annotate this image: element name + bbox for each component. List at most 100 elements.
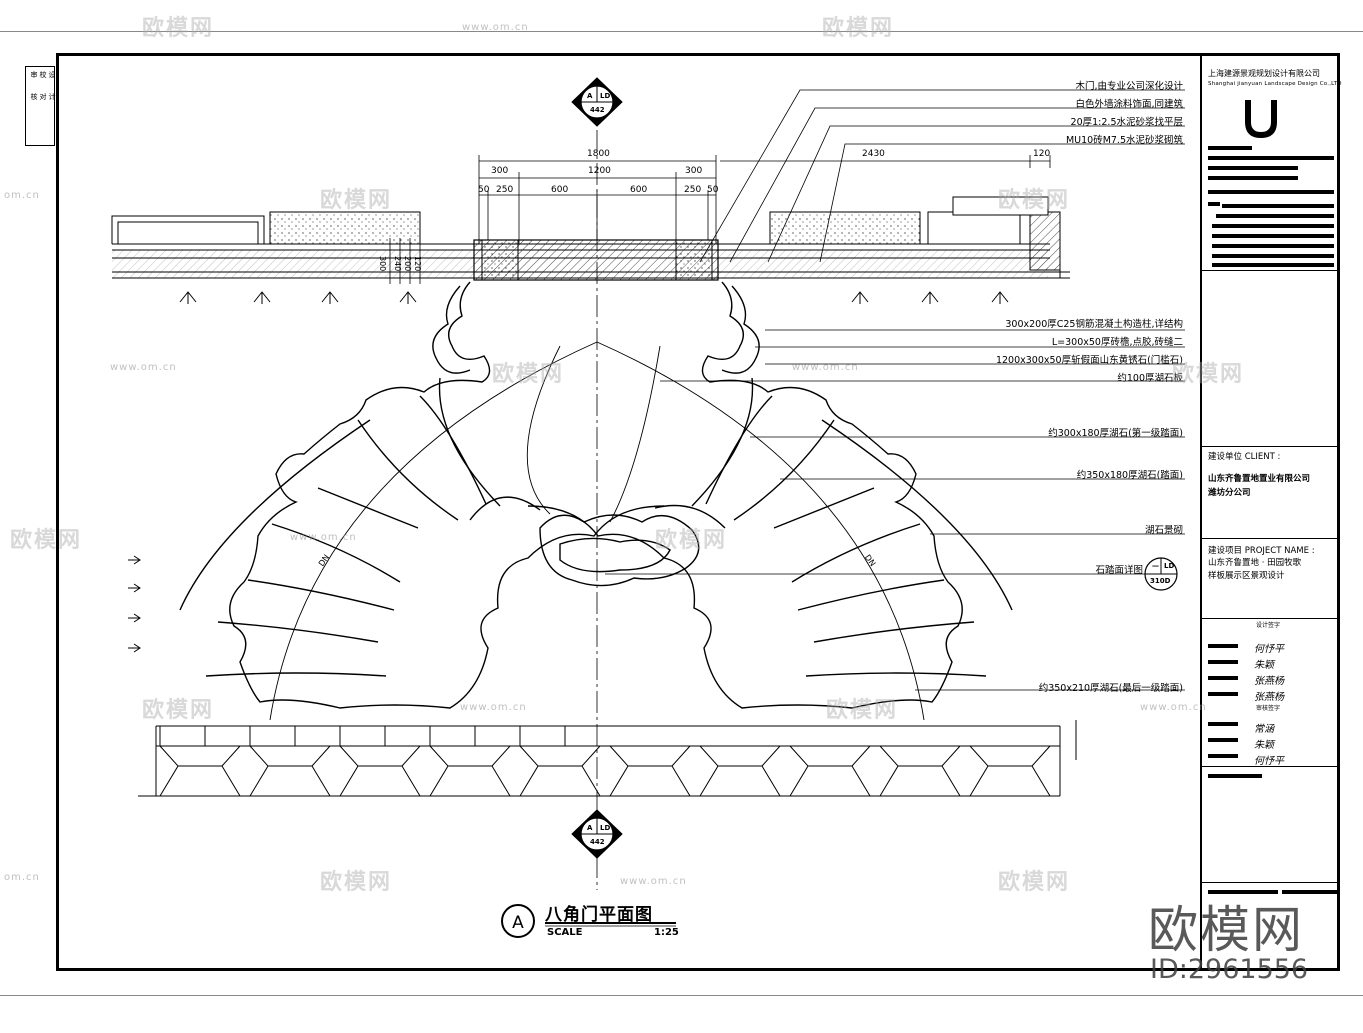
dim-wall-120: 120 bbox=[1033, 149, 1051, 159]
redacted-bar bbox=[1208, 890, 1278, 894]
callout-step: 约350x180厚湖石(踏面) bbox=[1076, 470, 1183, 481]
wall-band bbox=[111, 196, 1070, 281]
detail-tag-number: 310D bbox=[1150, 577, 1171, 585]
title-block bbox=[1200, 56, 1340, 968]
paving-cell bbox=[609, 745, 691, 797]
callout-rock-masonry: 湖石景砌 bbox=[1144, 525, 1183, 536]
arc-lines bbox=[269, 341, 925, 721]
callout-eave: L=300x50厚砖檐,点胶,砖缝二 bbox=[1051, 337, 1183, 348]
callout-mortar: 20厚1:2.5水泥砂浆找平层 bbox=[1070, 117, 1183, 128]
central-rocks bbox=[469, 496, 726, 587]
client-name-1: 山东齐鲁置地置业有限公司 bbox=[1208, 474, 1311, 484]
redacted-bar bbox=[1212, 254, 1334, 258]
callout-last-step: 约350x210厚湖石(最后一级踏面) bbox=[1038, 683, 1183, 694]
watermark-big-brand: 欧模网 bbox=[1148, 901, 1304, 959]
dim-left-600: 600 bbox=[551, 185, 569, 195]
watermark-brand: 欧模网 bbox=[1172, 362, 1245, 387]
binding-label: 对 bbox=[39, 93, 47, 100]
watermark-brand: 欧模网 bbox=[655, 528, 728, 553]
paving-cell bbox=[969, 745, 1051, 797]
rock-steps-right bbox=[527, 281, 1013, 709]
signature: 朱颖 bbox=[1254, 660, 1274, 671]
watermark-url-short: om.cn bbox=[4, 190, 40, 201]
watermark-url: www.om.cn bbox=[462, 22, 529, 33]
dim-right-250: 250 bbox=[684, 185, 702, 195]
binding-label: 核 bbox=[30, 93, 38, 100]
scale-value: 1:25 bbox=[654, 927, 679, 938]
paving-cell bbox=[699, 745, 781, 797]
paving-cell bbox=[519, 745, 601, 797]
client-name-2: 潍坊分公司 bbox=[1208, 488, 1251, 498]
dim-vertical: 300 bbox=[378, 256, 387, 272]
section-tag-letter-top: A bbox=[587, 92, 593, 100]
plan-title: 八角门平面图 bbox=[545, 905, 653, 925]
redacted-bar bbox=[1208, 738, 1238, 742]
drawing-frame bbox=[56, 53, 1340, 971]
watermark-brand: 欧模网 bbox=[10, 528, 83, 553]
dim-right-600: 600 bbox=[630, 185, 648, 195]
signature: 常涵 bbox=[1254, 724, 1274, 735]
redacted-bar bbox=[1282, 890, 1338, 894]
watermark-brand: 欧模网 bbox=[492, 362, 565, 387]
page-bottom-rule bbox=[0, 995, 1363, 996]
detail-tag-circle bbox=[1144, 557, 1178, 591]
section-tag-number-bottom: 442 bbox=[590, 838, 605, 846]
client-label: 建设单位 CLIENT : bbox=[1208, 452, 1281, 462]
binding-label: 审 bbox=[30, 71, 38, 78]
watermark-brand: 欧模网 bbox=[998, 870, 1071, 895]
watermark-url: www.om.cn bbox=[110, 362, 177, 373]
redacted-bar bbox=[1216, 214, 1334, 218]
signature: 张燕杨 bbox=[1254, 676, 1284, 687]
callout-column: 300x200厚C25钢筋混凝土构造柱,详结构 bbox=[1005, 319, 1183, 330]
project-name-2: 样板展示区景观设计 bbox=[1208, 571, 1285, 581]
redacted-bar bbox=[1208, 156, 1334, 160]
section-marker-bottom bbox=[571, 809, 623, 859]
section-tag-number-top: 442 bbox=[590, 106, 605, 114]
company-logo bbox=[1245, 100, 1277, 138]
detail-tag-top: — bbox=[1152, 562, 1159, 570]
paving-cell bbox=[339, 745, 421, 797]
page-top-rule bbox=[0, 31, 1363, 32]
dim-left-250: 250 bbox=[496, 185, 514, 195]
watermark-url-short: om.cn bbox=[4, 872, 40, 883]
tb-divider bbox=[1200, 446, 1340, 447]
callout-step-detail: 石踏面详图 bbox=[1095, 565, 1143, 576]
paving-cell bbox=[429, 745, 511, 797]
callout-stone-slab: 约100厚湖石板 bbox=[1117, 373, 1183, 384]
watermark-url: www.om.cn bbox=[1140, 702, 1207, 713]
redacted-bar bbox=[1208, 722, 1238, 726]
redacted-bar bbox=[1208, 692, 1238, 696]
redacted-bar bbox=[1208, 660, 1238, 664]
section-marker-top bbox=[571, 77, 623, 127]
review-sign-label: 审核签字 bbox=[1256, 705, 1281, 712]
redacted-bar bbox=[1208, 774, 1262, 778]
scale-label: SCALE bbox=[547, 927, 583, 938]
redacted-bar bbox=[1208, 176, 1298, 180]
redacted-bar bbox=[1208, 166, 1298, 170]
redacted-bar bbox=[1208, 754, 1238, 758]
watermark-url: www.om.cn bbox=[460, 702, 527, 713]
dim-vertical: 200 bbox=[403, 256, 412, 272]
paving-cell bbox=[879, 745, 961, 797]
company-name-cn: 上海建源景观规划设计有限公司 bbox=[1208, 69, 1320, 78]
watermark-url: www.om.cn bbox=[620, 876, 687, 887]
watermark-brand: 欧模网 bbox=[142, 16, 215, 41]
paving-cell bbox=[249, 745, 331, 797]
watermark-brand: 欧模网 bbox=[320, 188, 393, 213]
section-tag-sheet-top: LD bbox=[600, 92, 611, 100]
watermark-brand: 欧模网 bbox=[822, 16, 895, 41]
callout-first-step: 约300x180厚湖石(第一级踏面) bbox=[1048, 428, 1183, 439]
watermark-url: www.om.cn bbox=[290, 532, 357, 543]
paving-cell bbox=[789, 745, 871, 797]
watermark-brand: 欧模网 bbox=[998, 188, 1071, 213]
redacted-bar bbox=[1208, 146, 1252, 150]
signature: 何忬平 bbox=[1254, 644, 1284, 655]
redacted-bar bbox=[1222, 204, 1334, 208]
edge-arrows bbox=[128, 555, 141, 653]
dim-wall-2430: 2430 bbox=[862, 149, 885, 159]
grass-symbols bbox=[179, 291, 1009, 304]
redacted-bar bbox=[1212, 224, 1334, 228]
dim-left-300: 300 bbox=[491, 166, 509, 176]
callout-brick: MU10砖M7.5水泥砂浆砌筑 bbox=[1065, 135, 1183, 146]
